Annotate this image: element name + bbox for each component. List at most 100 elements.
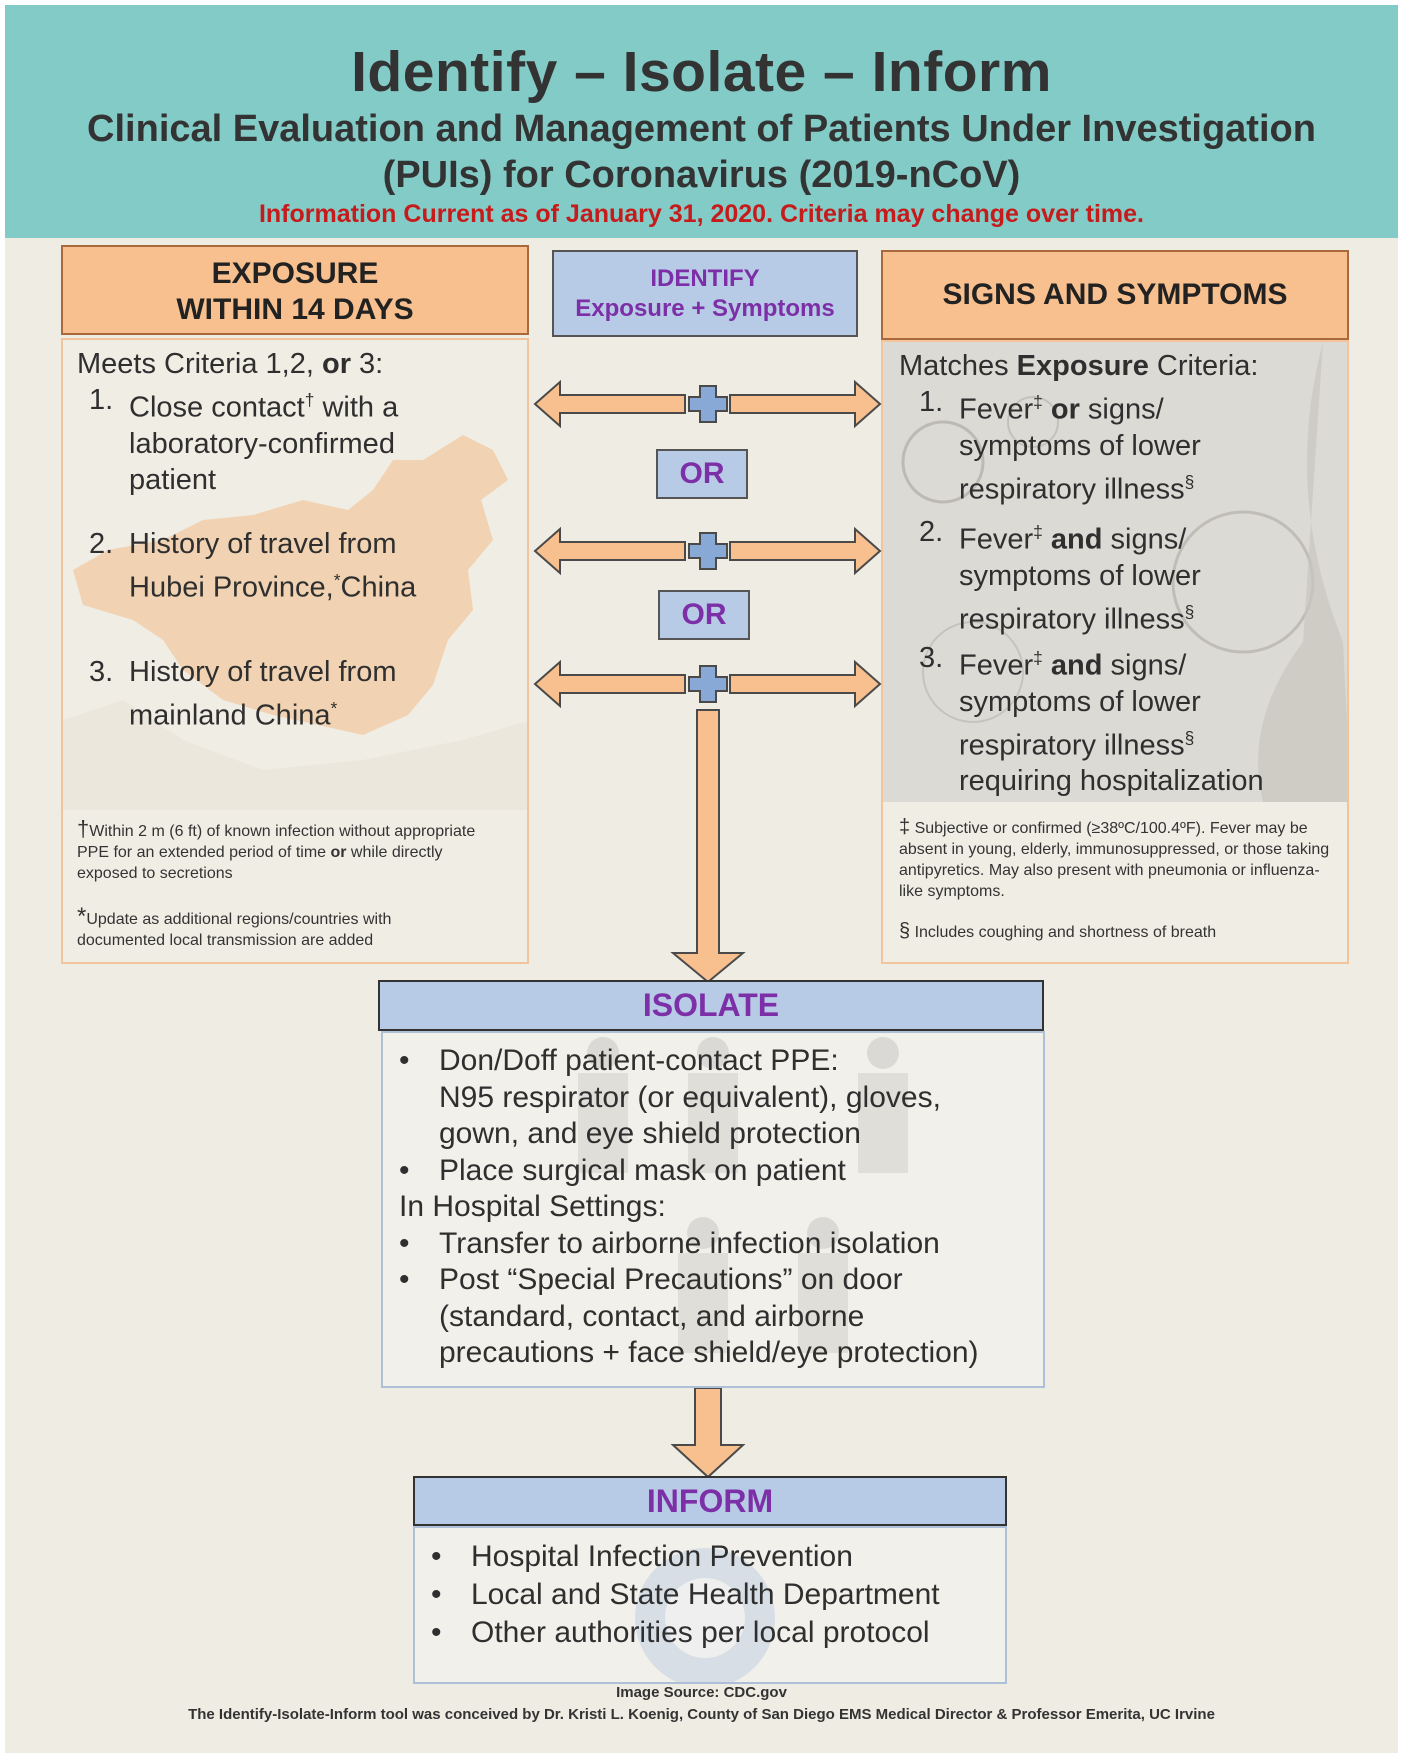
symptom-criterion-2: 2. Fever‡ and signs/ symptoms of lower r… — [919, 514, 1339, 637]
footnote-text: Includes coughing and shortness of breat… — [914, 924, 1217, 941]
footnote-or: or — [330, 844, 347, 861]
bullet-text: (standard, contact, and airborne — [439, 1299, 865, 1333]
isolate-content: Don/Doff patient-contact PPE: N95 respir… — [399, 1043, 1039, 1372]
criterion-conjunction: and — [1050, 523, 1103, 556]
symptoms-intro-suffix: Criteria: — [1148, 350, 1259, 382]
criterion-text: Fever — [959, 393, 1034, 426]
footnote-marker: * — [330, 698, 338, 718]
exposure-intro-or: or — [321, 348, 351, 380]
criterion-number: 2. — [919, 516, 944, 548]
exposure-heading: EXPOSURE WITHIN 14 DAYS — [61, 245, 529, 335]
criterion-number: 3. — [89, 656, 114, 688]
double-arrow-icon — [533, 659, 686, 709]
currency-notice: Information Current as of January 31, 20… — [258, 200, 1145, 228]
footnote-marker: * — [77, 903, 87, 930]
identify-sublabel: Exposure + Symptoms — [575, 295, 835, 322]
criterion-text: History of travel from — [129, 528, 397, 560]
tool-attribution: The Identify-Isolate-Inform tool was con… — [188, 1706, 1215, 1723]
isolate-bullet-ppe: Don/Doff patient-contact PPE: N95 respir… — [399, 1043, 1039, 1153]
hospital-settings-label: In Hospital Settings: — [399, 1190, 666, 1223]
bullet-text: precautions + face shield/eye protection… — [439, 1336, 979, 1369]
footnote-marker: † — [77, 816, 90, 841]
bullet-text: Hospital Infection Prevention — [471, 1540, 853, 1573]
isolate-heading-text: ISOLATE — [642, 987, 780, 1023]
symptoms-intro-bold: Exposure — [1016, 350, 1149, 382]
footnote-marker: ‡ — [899, 816, 911, 838]
criterion-text: China — [340, 571, 417, 604]
symptoms-intro: Matches Exposure Criteria: — [899, 348, 1339, 384]
criterion-number: 1. — [89, 384, 114, 416]
exposure-footnote-2: *Update as additional regions/countries … — [77, 903, 477, 951]
exposure-footnote-1: †Within 2 m (6 ft) of known infection wi… — [77, 818, 497, 884]
symptom-criterion-3: 3. Fever‡ and signs/ symptoms of lower r… — [919, 640, 1339, 799]
image-source: Image Source: CDC.gov — [616, 1684, 787, 1701]
footnote-marker: ‡ — [1033, 392, 1043, 412]
criterion-conjunction: or — [1050, 393, 1080, 426]
isolate-bullet-mask: Place surgical mask on patient — [399, 1153, 1039, 1190]
footnote-text: Within 2 m (6 ft) of known infection wit… — [77, 823, 476, 861]
exposure-intro-suffix: 3: — [350, 348, 384, 380]
exposure-criterion-2: 2. History of travel from Hubei Province… — [89, 526, 509, 606]
down-arrow-icon — [670, 1387, 746, 1479]
exposure-heading-line-2: WITHIN 14 DAYS — [176, 293, 414, 326]
footnote-marker: § — [1184, 471, 1195, 492]
inform-item: Hospital Infection Prevention — [431, 1538, 1001, 1576]
criterion-text: laboratory-confirmed — [129, 427, 395, 460]
bullet-text: Local and State Health Department — [471, 1578, 940, 1611]
criterion-text: Fever — [959, 523, 1034, 556]
criterion-text: respiratory illness — [959, 603, 1185, 636]
footnote-text: Update as additional regions/countries w… — [77, 911, 392, 949]
header-banner: Identify – Isolate – Inform Clinical Eva… — [5, 5, 1398, 238]
or-label-2: OR — [658, 590, 750, 640]
criterion-number: 3. — [919, 642, 944, 674]
exposure-intro: Meets Criteria 1,2, or 3: — [77, 346, 517, 382]
down-arrow-icon — [670, 709, 746, 984]
microscopy-image — [883, 342, 1347, 802]
criterion-text: requiring hospitalization — [959, 765, 1264, 798]
footnote-text: while directly exposed to secretions — [77, 844, 443, 882]
credits: Image Source: CDC.gov The Identify-Isola… — [5, 1682, 1398, 1726]
page-subtitle: Clinical Evaluation and Management of Pa… — [5, 106, 1398, 198]
bullet-text: Don/Doff patient-contact PPE: — [439, 1044, 839, 1077]
bullet-text: N95 respirator (or equivalent), gloves, — [439, 1080, 941, 1114]
criterion-number: 1. — [919, 386, 944, 418]
symptoms-footnote-1: ‡ Subjective or confirmed (≥38ºC/100.4ºF… — [899, 817, 1339, 902]
bullet-text: Transfer to airborne infection isolation — [439, 1226, 940, 1260]
inform-heading-text: INFORM — [646, 1483, 774, 1519]
microscopy-membrane — [1258, 342, 1347, 802]
double-arrow-icon — [729, 379, 882, 429]
criterion-text: signs/ — [1102, 649, 1187, 682]
map-region-shape — [63, 700, 527, 810]
inform-content: Hospital Infection Prevention Local and … — [431, 1538, 1001, 1652]
criterion-text: History of travel from — [129, 656, 397, 688]
plus-icon — [688, 665, 728, 703]
exposure-criterion-1: 1. Close contact† with a laboratory-conf… — [89, 382, 509, 498]
microscopy-cell — [1007, 396, 1059, 448]
criterion-text: symptoms of lower — [959, 559, 1201, 592]
bullet-text: Other authorities per local protocol — [471, 1616, 930, 1649]
exposure-heading-line-1: EXPOSURE — [211, 257, 379, 290]
china-map-image — [63, 435, 527, 810]
footnote-marker: ‡ — [1033, 648, 1043, 668]
double-arrow-icon — [729, 659, 882, 709]
isolate-bullet-precautions: Post “Special Precautions” on door (stan… — [399, 1262, 1039, 1372]
inform-heading: INFORM — [413, 1476, 1007, 1526]
microscopy-cell — [922, 621, 1024, 723]
symptom-criterion-1: 1. Fever‡ or signs/ symptoms of lower re… — [919, 384, 1339, 507]
identify-heading: IDENTIFY Exposure + Symptoms — [552, 250, 858, 337]
criterion-text: with a — [322, 391, 399, 424]
footnote-marker: † — [304, 390, 315, 410]
exposure-intro-prefix: Meets Criteria 1,2, — [77, 348, 322, 380]
footnote-marker: § — [899, 920, 911, 942]
criterion-conjunction: and — [1050, 649, 1103, 682]
criterion-text: respiratory illness — [959, 729, 1185, 762]
double-arrow-icon — [533, 379, 686, 429]
plus-icon — [688, 385, 728, 423]
exposure-panel: Meets Criteria 1,2, or 3: 1. Close conta… — [61, 338, 529, 964]
criterion-text: respiratory illness — [959, 473, 1185, 506]
microscopy-cell — [901, 420, 985, 504]
symptoms-intro-prefix: Matches — [899, 350, 1017, 382]
symptoms-heading-text: SIGNS AND SYMPTOMS — [942, 278, 1288, 311]
identify-label: IDENTIFY — [650, 265, 760, 292]
isolate-bullet-transfer: Transfer to airborne infection isolation — [399, 1226, 1039, 1263]
